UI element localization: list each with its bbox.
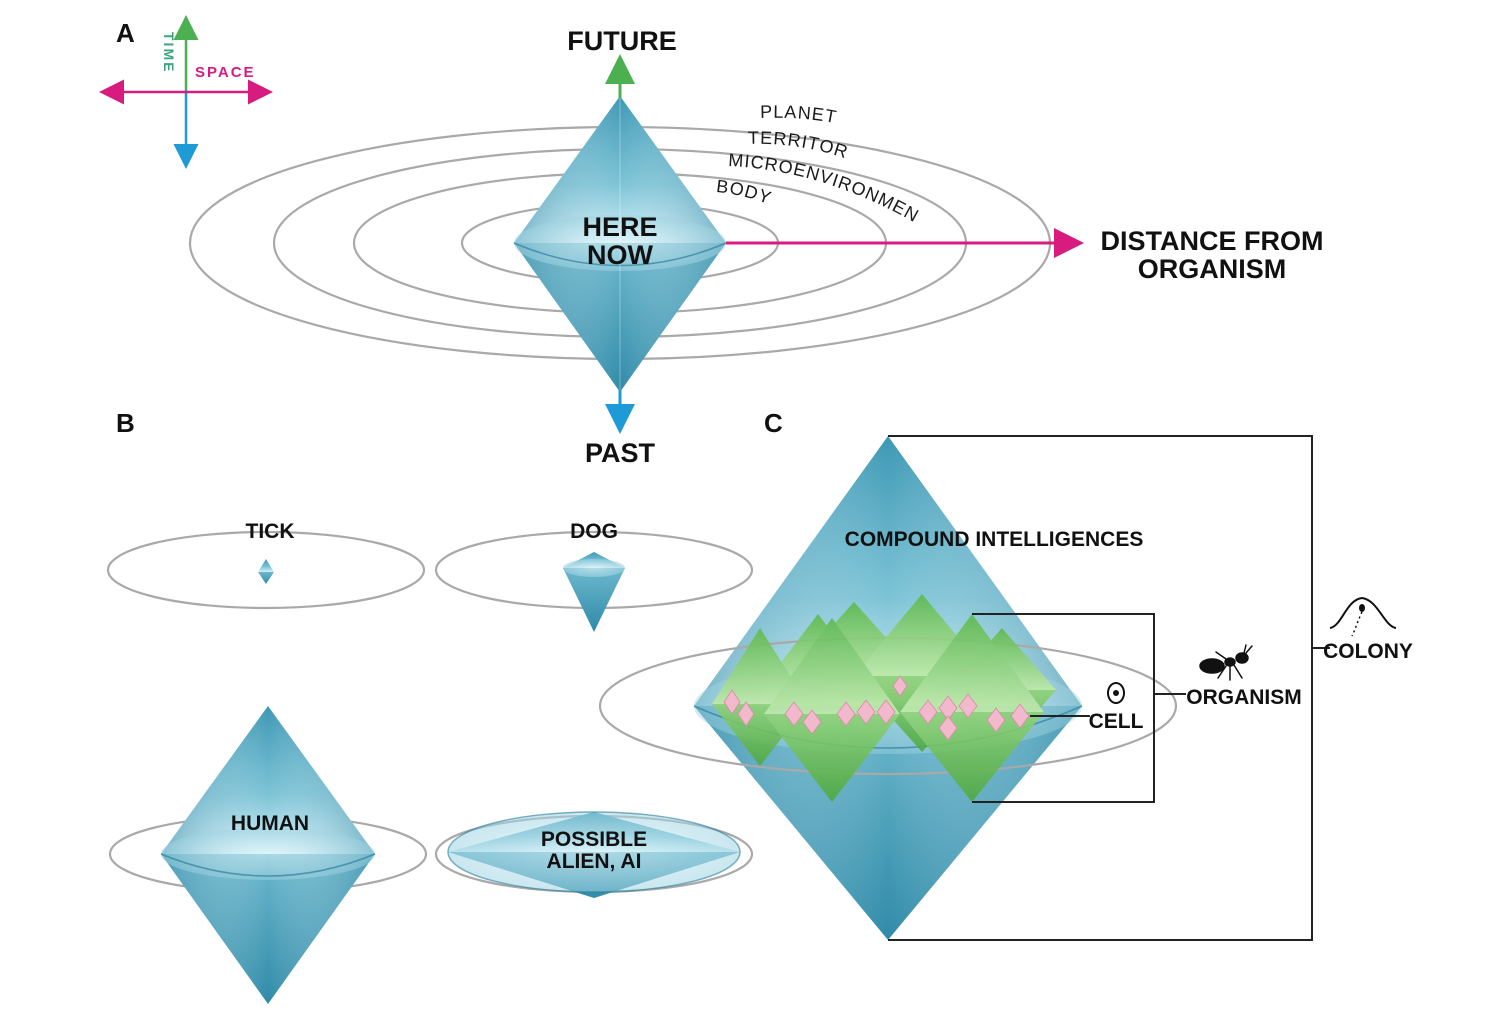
cell-icon [1107, 682, 1125, 704]
distance-label-line1: DISTANCE FROM [1101, 226, 1324, 256]
time-axis-label: TIME [161, 32, 177, 73]
axes-key: TIME SPACE [99, 15, 273, 169]
colony-label: COLONY [1323, 640, 1413, 663]
alien-ai-cone [447, 811, 741, 898]
cell-cones [723, 675, 1030, 741]
cell-cone [876, 699, 896, 725]
cell-cone [1010, 703, 1030, 729]
organism-cone [764, 618, 900, 802]
organism-label: ORGANISM [1186, 686, 1302, 709]
panel-label-b: B [116, 408, 135, 438]
cell-cone [986, 707, 1006, 733]
panel-b: TICK DOG HUMAN POSSIBLE ALIEN, AI [106, 520, 754, 1004]
cell-cone [918, 699, 938, 725]
here-label: HERE [582, 212, 657, 242]
human-label: HUMAN [231, 812, 309, 835]
cell-cone [737, 701, 755, 727]
human-cone [160, 706, 376, 1004]
cell-cone [958, 693, 978, 719]
dog-label: DOG [570, 520, 618, 543]
cell-cone [723, 689, 741, 715]
panel-label-c: C [764, 408, 783, 438]
cell-cone [802, 709, 822, 735]
organism-cone [900, 614, 1044, 802]
cell-cone [892, 675, 908, 697]
organism-bracket [972, 613, 1155, 803]
cell-cone [784, 701, 804, 727]
cell-cone [856, 699, 876, 725]
now-label: NOW [587, 240, 654, 270]
cell-cone [836, 701, 856, 727]
alien-label-line1: POSSIBLE [541, 828, 647, 851]
tick-ring [106, 530, 426, 610]
ant-icon [1199, 644, 1253, 681]
future-label: FUTURE [567, 26, 677, 56]
tick-label: TICK [246, 520, 295, 543]
dog-cone [563, 552, 625, 632]
cell-cone [938, 715, 958, 741]
distance-label-line2: ORGANISM [1138, 254, 1287, 284]
colony-bracket [888, 435, 1313, 941]
alien-label-line2: ALIEN, AI [547, 850, 642, 873]
panel-c: COMPOUND INTELLIGENCES CELL ORGANISM COL… [598, 435, 1413, 941]
past-label: PAST [585, 438, 656, 468]
space-axis-label: SPACE [195, 64, 256, 81]
tick-cone [258, 559, 274, 584]
ring-label-body: BODY [715, 176, 774, 208]
colony-mound-icon [1329, 596, 1397, 637]
panel-label-a: A [116, 18, 135, 48]
cell-label: CELL [1089, 710, 1144, 733]
here-now-cone [513, 96, 727, 392]
ring-label-planet: PLANET [760, 102, 839, 128]
compound-intelligences-label: COMPOUND INTELLIGENCES [845, 528, 1144, 551]
